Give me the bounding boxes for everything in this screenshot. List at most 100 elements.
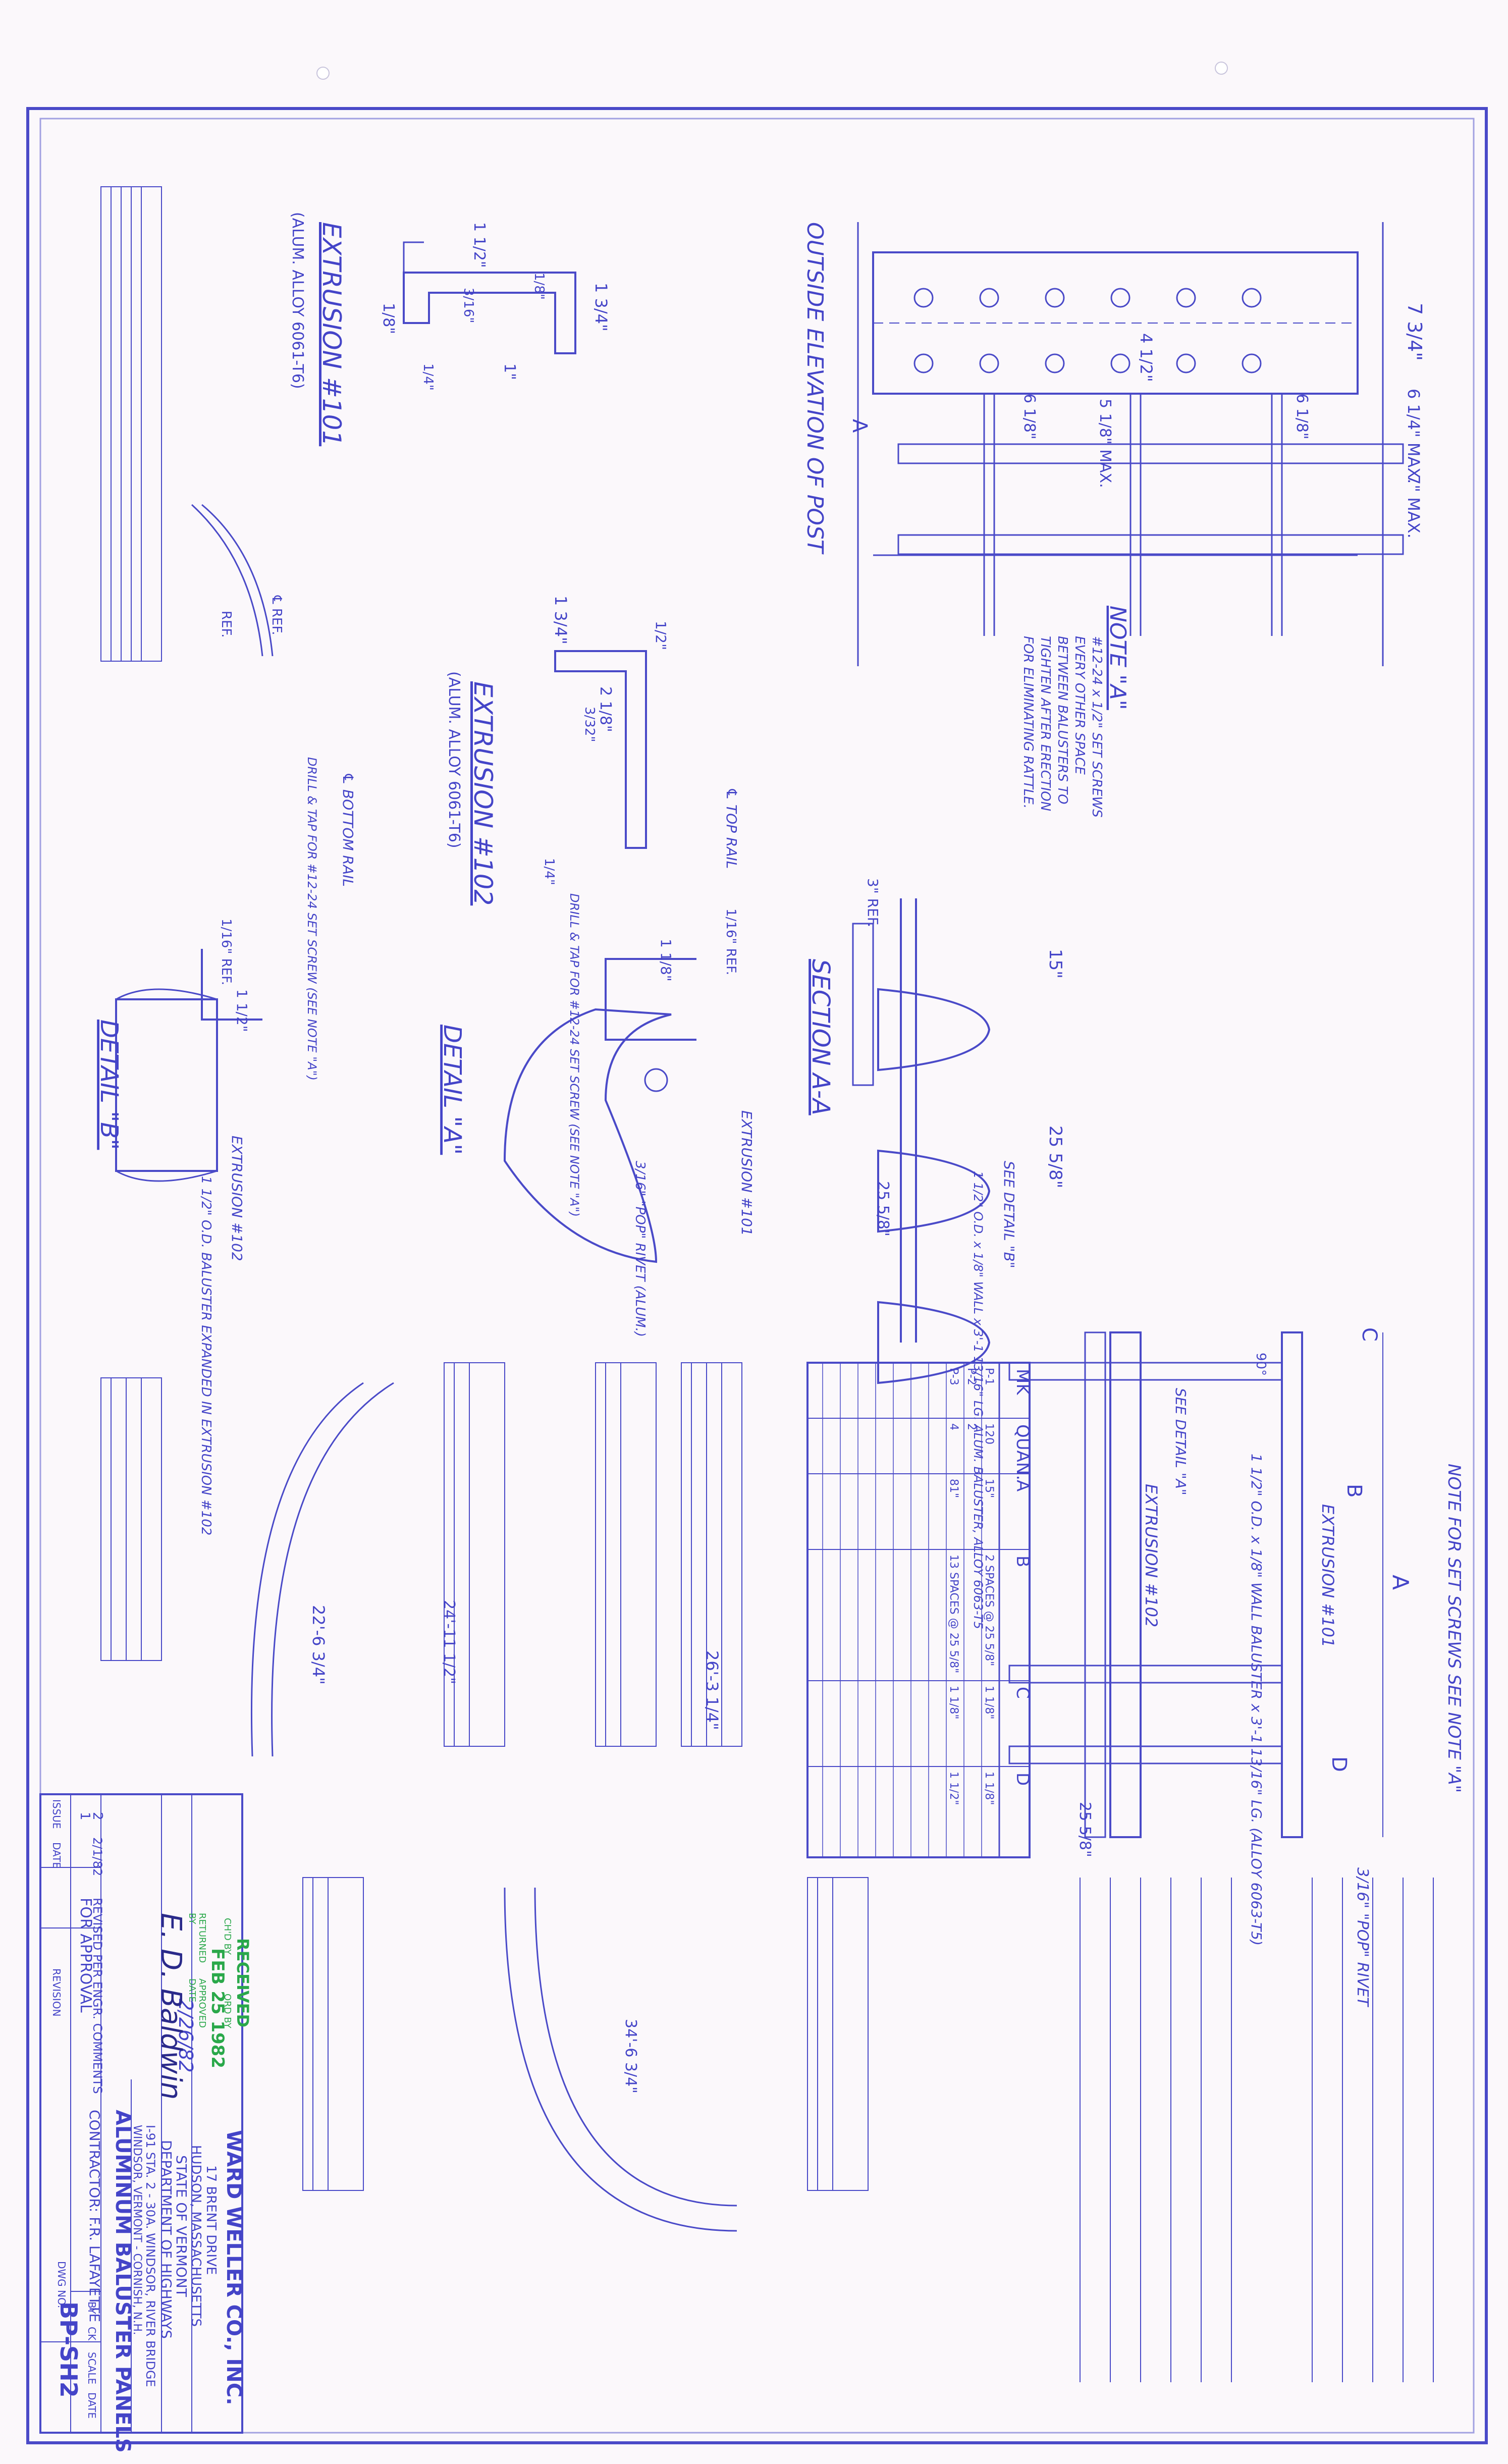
mk-table-header: C xyxy=(1012,1687,1033,1699)
curve-dim-3: 24'-11 1/2" xyxy=(440,1600,458,1684)
ext101-dim-6: 1/8" xyxy=(531,273,547,300)
detail-b-callout-3: ℄ BOTTOM RAIL xyxy=(340,772,356,887)
ext102-dim-1: 1 3/4" xyxy=(551,596,570,645)
mk-table-cell: 1 1/8" xyxy=(983,1686,995,1720)
detail-a-callout-4: ℄ TOP RAIL xyxy=(723,787,740,869)
section-callout-3: 1 1/2" O.D. x 1/8" WALL x 3'-1 13/16" LG… xyxy=(971,1171,985,1629)
stamp-date: FEB 25 1982 xyxy=(207,1948,228,2068)
ext101-dim-3: 1 1/2" xyxy=(470,222,488,268)
detail-a-callout-3: DRILL & TAP FOR #12-24 SET SCREW (SEE NO… xyxy=(567,893,581,1217)
panel-label-baluster: 1 1/2" O.D. x 1/8" WALL BALUSTER x 3'-1 … xyxy=(1248,1454,1265,1946)
mk-table-cell: 4 xyxy=(947,1423,960,1430)
ext102-dim-2: 1/2" xyxy=(653,621,669,650)
outer-border xyxy=(26,107,1488,2444)
panel-label-rivet: 3/16" "POP" RIVET xyxy=(1354,1867,1371,2008)
detail-b-callout-5: 1/16" REF. xyxy=(219,919,234,985)
detail-b-callout-1: EXTRUSION #102 xyxy=(229,1136,245,1261)
note-a-text-box: #12-24 x 1/2" SET SCREWS EVERY OTHER SPA… xyxy=(1020,636,1104,818)
client-line-1: STATE OF VERMONT xyxy=(173,2155,190,2297)
rev-1-date: 2/1/82 xyxy=(90,1837,104,1876)
section-aa-title: SECTION A-A xyxy=(806,959,835,1115)
mk-table-cell: P-3 xyxy=(947,1368,960,1385)
extrusion-102-profile: 1 3/4" 1/2" 2 1/8" 3/32" 1/4" EXTRUSION … xyxy=(445,596,669,905)
note-a-title: NOTE "A" xyxy=(1105,606,1130,710)
mk-table-header: D xyxy=(1012,1773,1033,1786)
panel-note: NOTE FOR SET SCREWS SEE NOTE "A" xyxy=(1444,1464,1464,1793)
mk-table-header: A xyxy=(1012,1480,1033,1491)
mk-table-header: QUAN. xyxy=(1012,1424,1033,1480)
section-callout-2: SEE DETAIL "B" xyxy=(1001,1161,1017,1268)
mk-table-cell: 120 xyxy=(983,1423,995,1444)
stamp-by: BY xyxy=(187,1913,197,1924)
punch-hole-left xyxy=(316,67,330,80)
detail-b: DETAIL "B" EXTRUSION #102 1 1/2" O.D. BA… xyxy=(95,757,356,1535)
stamp-chd-by: CH'D BY xyxy=(222,1918,233,1955)
ext101-dim-2: 1/8" xyxy=(380,303,397,334)
panel-label-a: A xyxy=(1387,1575,1413,1590)
contractor-name: CONTRACTOR: F.R. LAFAYETTE xyxy=(86,2110,103,2322)
detail-b-callout-2: 1 1/2" O.D. BALUSTER EXPANDED IN EXTRUSI… xyxy=(198,1176,213,1535)
panel-schedules: 22'-6 3/4" 26'-3 1/4" 24'-11 1/2" 34'-6 … xyxy=(100,186,1434,2382)
mk-table-cell: 2 SPACES @ 25 5/8" xyxy=(983,1555,995,1666)
mk-table-header: MK xyxy=(1012,1369,1033,1396)
detail-b-callout-6: 1 1/2" xyxy=(234,989,250,1032)
company-address-2: HUDSON, MASSACHUSETTS xyxy=(188,2145,203,2327)
ext101-dim-1: 1 3/4" xyxy=(591,283,611,332)
section-callout-1: SEE DETAIL "A" xyxy=(1172,1388,1189,1495)
curve-dim-2: 26'-3 1/4" xyxy=(703,1650,722,1730)
section-dim-1: 25 5/8" xyxy=(1045,1126,1065,1188)
mk-table-cell: P-2 xyxy=(965,1368,978,1385)
field-by: BY xyxy=(86,2301,98,2315)
ext101-dim-5: 3/16" xyxy=(461,288,476,323)
curve-dim-4: 34'-6 3/4" xyxy=(622,2019,639,2094)
detail-a-callout-1: EXTRUSION #101 xyxy=(738,1110,755,1236)
ext101-dim-7: 1/4" xyxy=(420,363,436,391)
rev-1-issue: 2 xyxy=(90,1812,105,1820)
drawing-number: BP-SH2 xyxy=(55,2301,82,2398)
elev-dim-7: 6 1/8" xyxy=(1293,394,1311,440)
elev-dim-4: 4 1/2" xyxy=(1137,333,1156,382)
rev-header-date: DATE xyxy=(50,1842,63,1868)
stamp-title: RECEIVED xyxy=(233,1938,252,2027)
rev-1-description: REVISED PER ENGR. COMMENTS xyxy=(90,1898,104,2094)
detail-b-title: DETAIL "B" xyxy=(95,1020,123,1150)
mk-table-cell: 81" xyxy=(947,1479,960,1498)
mk-table-header: B xyxy=(1012,1556,1033,1567)
company-address-1: 17 BRENT DRIVE xyxy=(203,2165,219,2275)
field-dwg-no: DWG NO. xyxy=(56,2261,68,2308)
project-line-1: I-91 STA. 2 - 30A. WINDSOR, RIVER BRIDGE xyxy=(143,2125,157,2387)
stamp-approved: APPROVED xyxy=(197,1978,207,2028)
ext102-title: EXTRUSION #102 xyxy=(468,681,498,905)
elev-dim-1: 7 3/4" xyxy=(1404,303,1426,361)
field-scale: SCALE xyxy=(86,2352,98,2384)
panel-label-angle: 90° xyxy=(1253,1353,1268,1376)
section-dim-2: 15" xyxy=(1045,949,1065,979)
mk-table-cell: P-1 xyxy=(983,1368,995,1385)
elev-dim-5: 5 1/8" MAX. xyxy=(1096,399,1114,488)
panel-label-ext101: EXTRUSION #101 xyxy=(1318,1504,1337,1647)
rev-2-description: FOR APPROVAL xyxy=(77,1898,94,2013)
detail-a-callout-5: 1/16" REF. xyxy=(723,908,738,975)
elev-dim-2: 6 1/4" MAX. xyxy=(1404,389,1423,484)
curve-dim-5: REF. xyxy=(219,611,234,638)
field-ck: CK xyxy=(86,2327,98,2341)
section-a-a: 25 5/8" 15" 25 5/8" 3" REF. SECTION A-A … xyxy=(806,878,1189,1629)
mk-table-cell: 13 SPACES @ 25 5/8" xyxy=(947,1555,960,1673)
detail-a-callout-2: 3/16" "POP" RIVET (ALUM.) xyxy=(632,1161,648,1337)
ext102-dim-5: 1/4" xyxy=(542,858,557,885)
detail-a-callout-6: 1 1/8" xyxy=(658,939,674,982)
outside-elevation-of-post: OUTSIDE ELEVATION OF POST 7 3/4" 6 1/4" … xyxy=(802,222,1426,818)
note-a-text: #12-24 x 1/2" SET SCREWS EVERY OTHER SPA… xyxy=(1020,636,1104,818)
client-line-2: DEPARTMENT OF HIGHWAYS xyxy=(158,2140,175,2339)
stamp-date-label: DATE xyxy=(187,1978,197,2002)
rev-2-issue: 1 xyxy=(77,1812,92,1820)
curve-dim-6: ℄ REF. xyxy=(269,595,284,635)
section-mark-a: A xyxy=(848,419,871,433)
rev-header-issue: ISSUE xyxy=(50,1799,63,1829)
panel-label-ext102: EXTRUSION #102 xyxy=(1142,1484,1161,1627)
company-name: WARD WELLER CO., INC. xyxy=(222,2130,245,2405)
approval-signature: E. D. Baldwin xyxy=(154,1913,187,2100)
detail-a-title: DETAIL "A" xyxy=(438,1025,466,1155)
drawing-title: ALUMINUM BALUSTER PANELS xyxy=(111,2110,134,2453)
